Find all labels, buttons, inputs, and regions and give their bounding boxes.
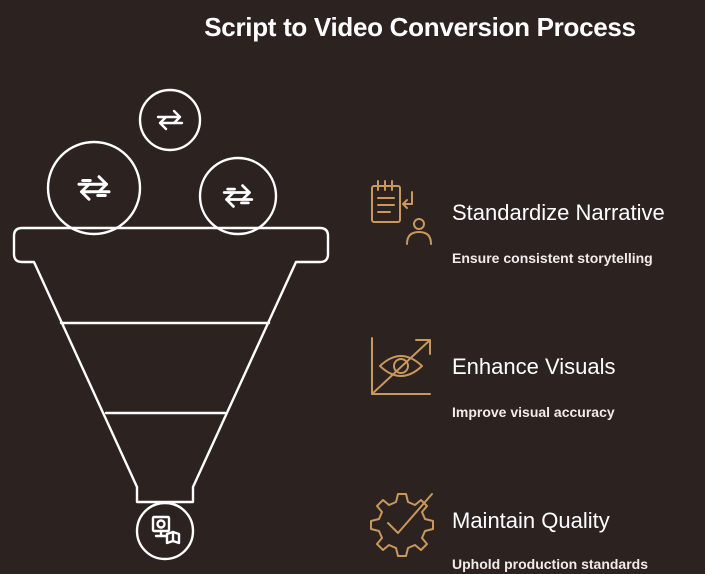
step-desc-maintain-quality: Uphold production standards: [452, 556, 648, 572]
arrows-swap-icon: [156, 109, 184, 131]
gear-check-icon: [370, 493, 434, 557]
step-title-standardize-narrative: Standardize Narrative: [452, 200, 665, 225]
step-title-enhance-visuals: Enhance Visuals: [452, 354, 616, 379]
funnel-outline: [12, 226, 330, 504]
arrows-swap-icon: [222, 184, 254, 208]
input-circle-top: [138, 88, 202, 152]
step-desc-standardize-narrative: Ensure consistent storytelling: [452, 250, 653, 266]
step-desc-enhance-visuals: Improve visual accuracy: [452, 404, 615, 420]
step-title-maintain-quality: Maintain Quality: [452, 508, 610, 533]
eye-icon: [371, 337, 431, 395]
monitor-book-icon: [151, 515, 181, 545]
input-circle-left: [46, 140, 142, 236]
arrows-swap-icon: [77, 175, 111, 201]
script-person-icon: [371, 180, 432, 245]
input-circle-right: [198, 156, 278, 236]
page-title: Script to Video Conversion Process: [204, 12, 636, 42]
output-circle: [135, 501, 195, 561]
